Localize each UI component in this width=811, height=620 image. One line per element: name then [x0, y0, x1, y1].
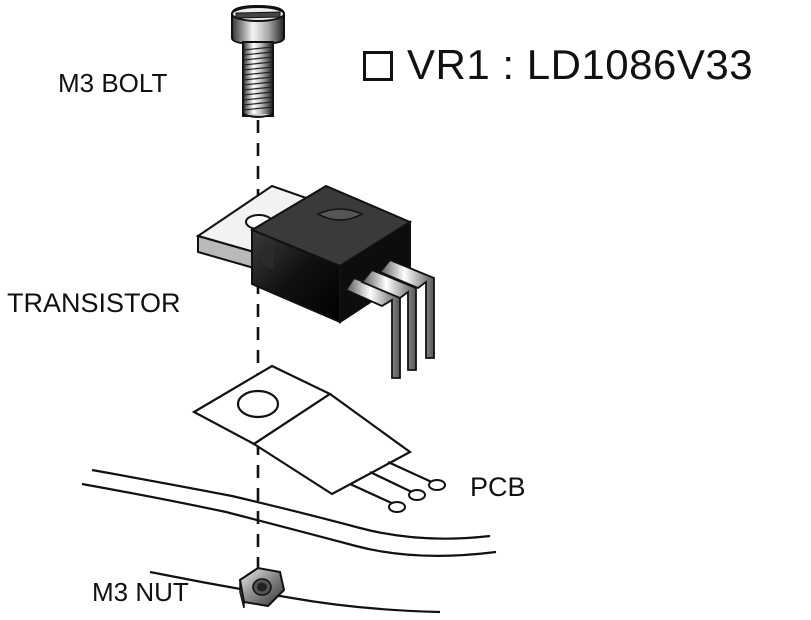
- m3-bolt: [231, 4, 285, 118]
- label-transistor: TRANSISTOR: [7, 288, 181, 318]
- empty-square-icon: [363, 51, 393, 81]
- to220-transistor: [195, 184, 435, 379]
- part-title: VR1 : LD1086V33: [363, 44, 753, 86]
- m3-nut: [238, 566, 286, 609]
- label-m3-nut: M3 NUT: [92, 577, 189, 607]
- pcb-footprint: [191, 364, 446, 513]
- part-title-text: VR1 : LD1086V33: [407, 41, 754, 88]
- pcb-board: [81, 468, 497, 614]
- label-m3-bolt: M3 BOLT: [58, 68, 168, 98]
- label-pcb: PCB: [470, 472, 526, 502]
